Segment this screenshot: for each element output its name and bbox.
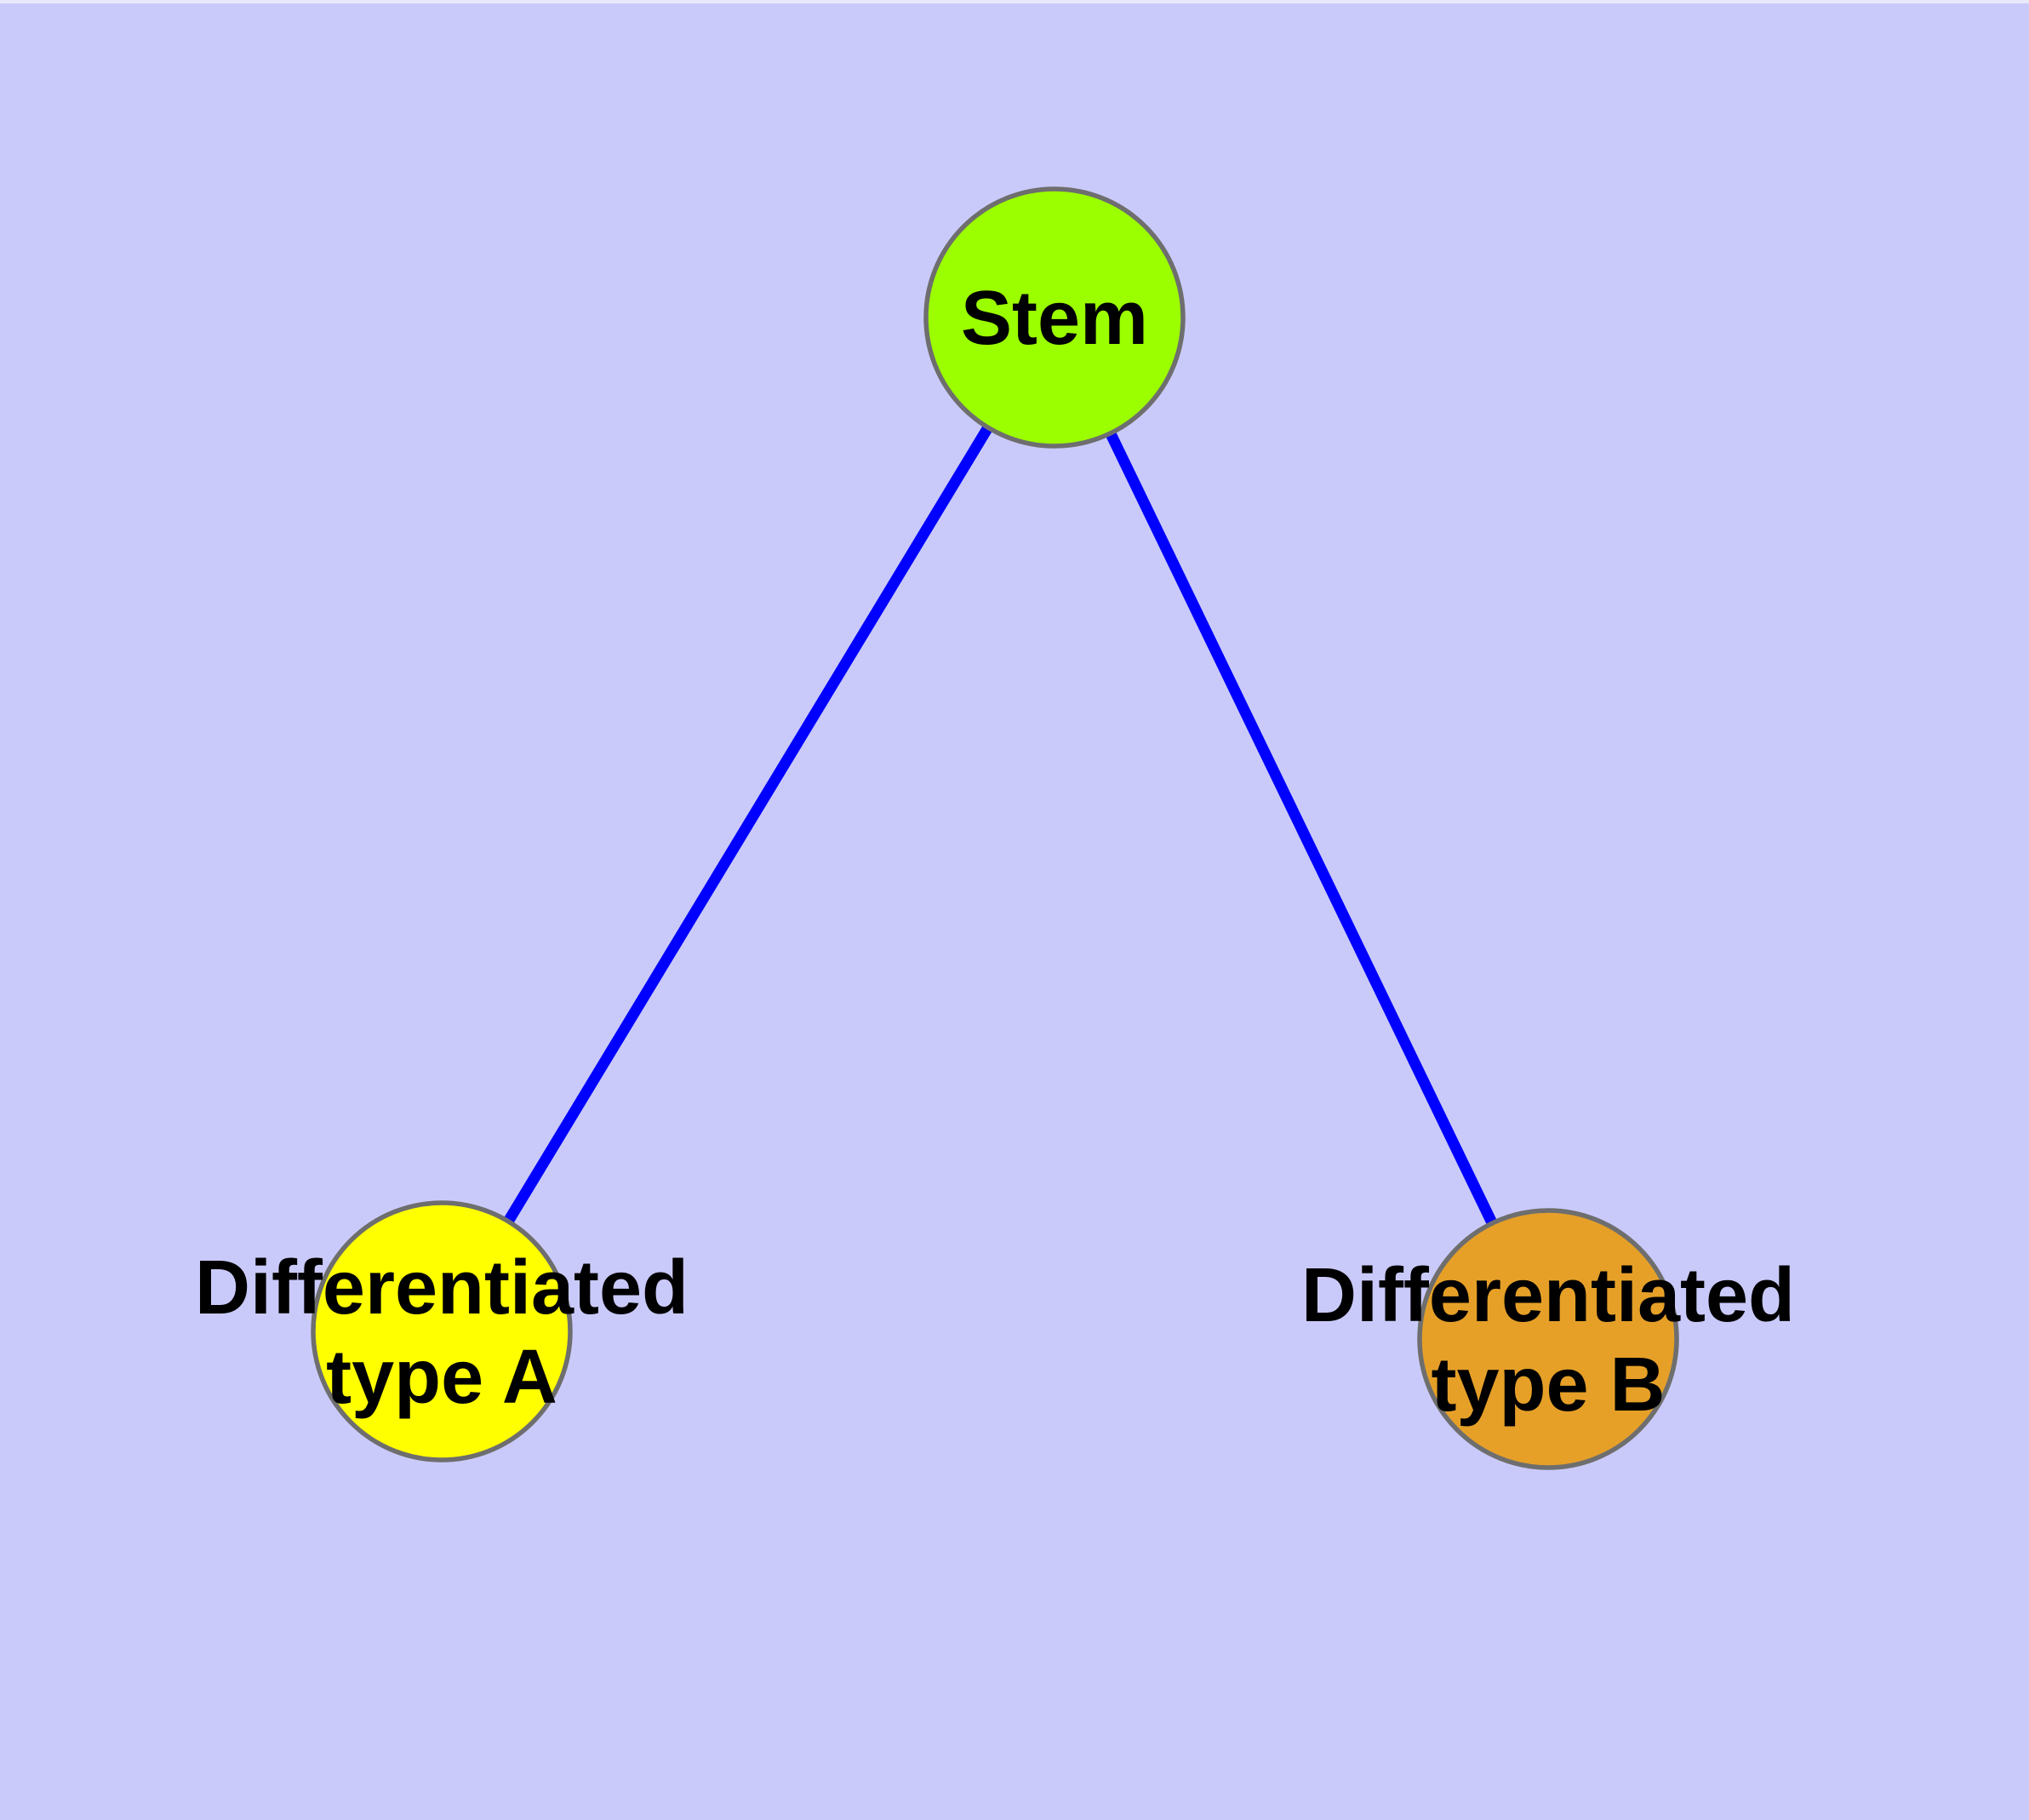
node-stem (923, 186, 1186, 449)
top-edge-strip (0, 0, 2029, 3)
node-type-b-label-line2: type B (1431, 1342, 1665, 1428)
edge-stem-to-type-b (1049, 315, 1553, 1342)
node-stem-label: Stem (961, 276, 1148, 361)
edge-stem-to-type-a (437, 314, 1060, 1335)
node-type-b-label-line1: Differentiated (1301, 1253, 1795, 1338)
node-differentiated-type-a (311, 1200, 573, 1462)
node-type-a-label-line2: type A (326, 1335, 557, 1420)
node-type-a-label-line1: Differentiated (195, 1245, 689, 1331)
node-differentiated-type-b (1417, 1208, 1679, 1470)
